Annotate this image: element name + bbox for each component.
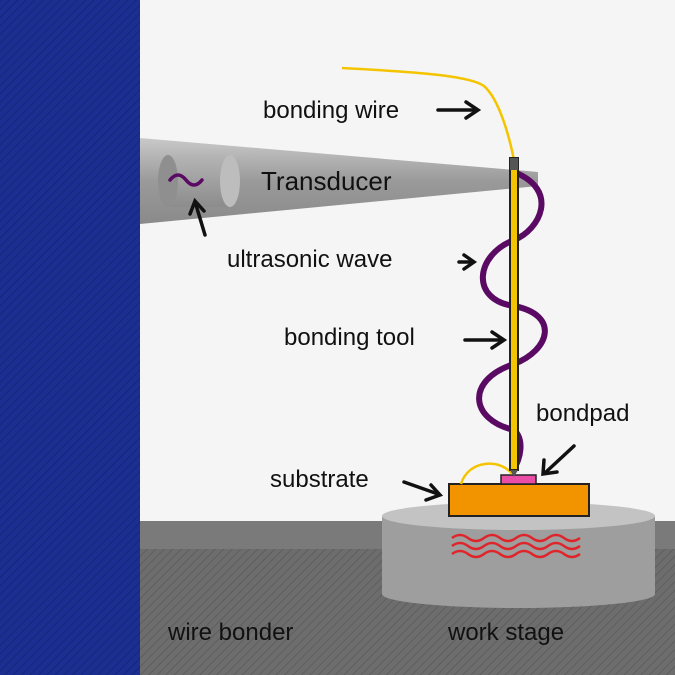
machine-wall [108, 0, 140, 675]
transducer-cylinder [158, 155, 240, 207]
substrate-block [448, 483, 590, 517]
transducer-wave-icon [168, 173, 204, 187]
arrow-bonding-tool-icon [463, 330, 508, 350]
label-work-stage: work stage [447, 619, 564, 646]
bonding-tool [509, 157, 519, 477]
label-ultrasonic-wave: ultrasonic wave [227, 246, 392, 273]
arrow-bondpad-icon [541, 444, 576, 477]
bondpad-block [500, 474, 537, 485]
transducer-horn [140, 138, 538, 224]
machine-wall-hatch [0, 0, 108, 675]
label-bondpad: bondpad [536, 400, 629, 427]
bonded-wire-loop [459, 462, 513, 485]
arrow-bonding-wire-icon [436, 100, 482, 120]
arrow-ultrasonic-wave-icon [457, 253, 478, 271]
arrows [188, 100, 576, 502]
label-substrate: substrate [270, 466, 369, 493]
label-transducer: Transducer [261, 166, 392, 196]
label-bonding-tool: bonding tool [284, 324, 415, 351]
label-wire-bonder: wire bonder [167, 619, 293, 646]
work-stage [382, 502, 655, 608]
arrow-substrate-icon [402, 480, 444, 502]
bonding-wire [341, 66, 516, 161]
heat-waves-icon [451, 533, 581, 559]
arrow-transducer-wave-icon [188, 197, 207, 237]
label-bonding-wire: bonding wire [263, 97, 399, 124]
